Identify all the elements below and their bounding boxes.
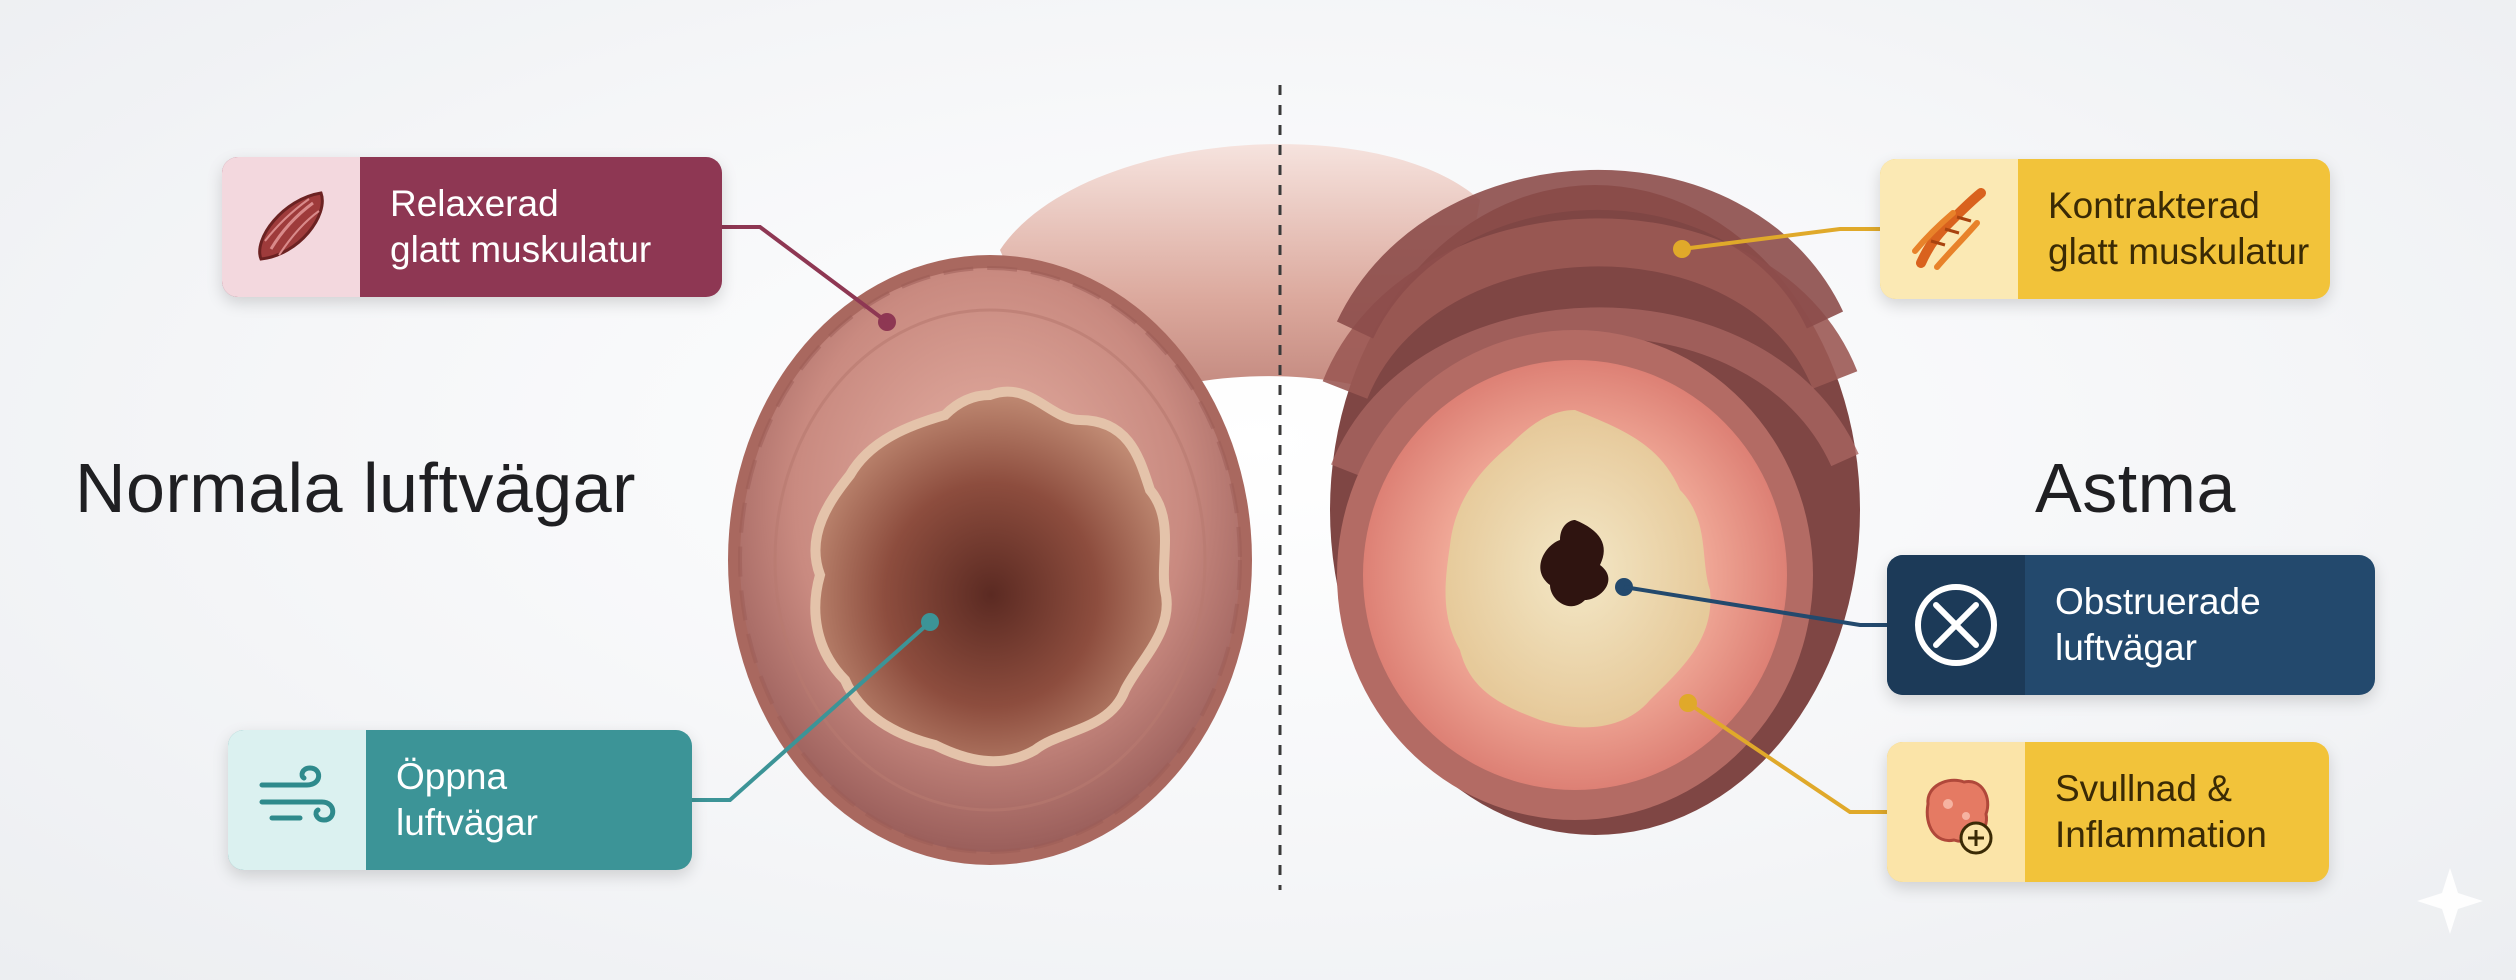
wind-icon bbox=[228, 730, 366, 870]
contracted-muscle-icon bbox=[1880, 159, 2018, 299]
obstructed-label-line2: luftvägar bbox=[2055, 625, 2375, 671]
swelling-inflammation-callout: Svullnad & Inflammation bbox=[1887, 742, 2329, 882]
normal-airways-title: Normala luftvägar bbox=[75, 448, 636, 528]
obstructed-airways-callout: Obstruerade luftvägar bbox=[1887, 555, 2375, 695]
open-label-line1: Öppna bbox=[396, 754, 692, 800]
sparkle-icon bbox=[2417, 868, 2483, 934]
open-lumen bbox=[815, 392, 1166, 762]
contracted-muscle-callout: Kontrakterad glatt muskulatur bbox=[1880, 159, 2330, 299]
relaxed-label-line2: glatt muskulatur bbox=[390, 227, 722, 273]
blocked-circle-icon bbox=[1887, 555, 2025, 695]
contracted-label-line1: Kontrakterad bbox=[2048, 183, 2330, 229]
relaxed-label-line1: Relaxerad bbox=[390, 181, 722, 227]
normal-airway bbox=[728, 255, 1252, 865]
open-airways-callout: Öppna luftvägar bbox=[228, 730, 692, 870]
obstructed-label-line1: Obstruerade bbox=[2055, 579, 2375, 625]
contracted-label-line2: glatt muskulatur bbox=[2048, 229, 2330, 275]
swelling-label-line2: Inflammation bbox=[2055, 812, 2329, 858]
asthma-title: Astma bbox=[2035, 448, 2236, 528]
swelling-label-line1: Svullnad & bbox=[2055, 766, 2329, 812]
inflamed-cell-icon bbox=[1887, 742, 2025, 882]
muscle-icon bbox=[222, 157, 360, 297]
asthma-airway bbox=[1330, 185, 1860, 835]
relaxed-muscle-callout: Relaxerad glatt muskulatur bbox=[222, 157, 722, 297]
open-label-line2: luftvägar bbox=[396, 800, 692, 846]
